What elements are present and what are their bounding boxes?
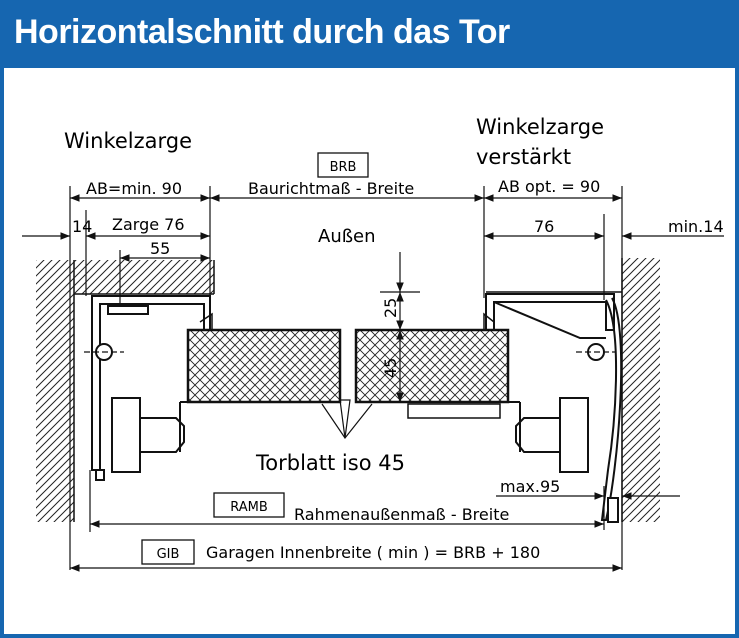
outside-label: Außen	[318, 226, 376, 247]
dim-45: 45	[381, 358, 400, 378]
left-wall	[36, 260, 215, 522]
brb-tag: BRB	[330, 160, 357, 175]
tag-boxes	[141, 152, 369, 565]
ramb-tag: RAMB	[230, 500, 268, 515]
dim-ab-opt: AB opt. = 90	[498, 177, 600, 196]
dim-25: 25	[381, 298, 400, 318]
dim-max95: max.95	[500, 477, 560, 496]
page-title: Horizontalschnitt durch das Tor	[14, 13, 510, 51]
left-frame-label: Winkelzarge	[64, 129, 192, 153]
dim-55: 55	[150, 239, 170, 258]
dim-min14: min.14	[668, 217, 724, 236]
right-angle-frame	[485, 293, 623, 523]
dim-rahmen: Rahmenaußenmaß - Breite	[294, 505, 509, 524]
right-frame-label-line1: Winkelzarge	[476, 115, 604, 139]
dim-14: 14	[72, 217, 92, 236]
dim-ab-min: AB=min. 90	[86, 179, 182, 198]
dim-76: 76	[534, 217, 554, 236]
gib-tag: GIB	[157, 547, 180, 562]
header-bar: Horizontalschnitt durch das Tor	[0, 0, 739, 68]
dim-zarge76: Zarge 76	[112, 215, 185, 234]
dim-garagen: Garagen Innenbreite ( min ) = BRB + 180	[206, 543, 540, 562]
dim-baurichtmass: Baurichtmaß - Breite	[248, 179, 414, 198]
dimension-lines	[22, 186, 724, 572]
door-leaf	[179, 312, 521, 452]
right-frame-label-line2: verstärkt	[476, 145, 571, 169]
door-leaf-label: Torblatt iso 45	[255, 451, 405, 475]
